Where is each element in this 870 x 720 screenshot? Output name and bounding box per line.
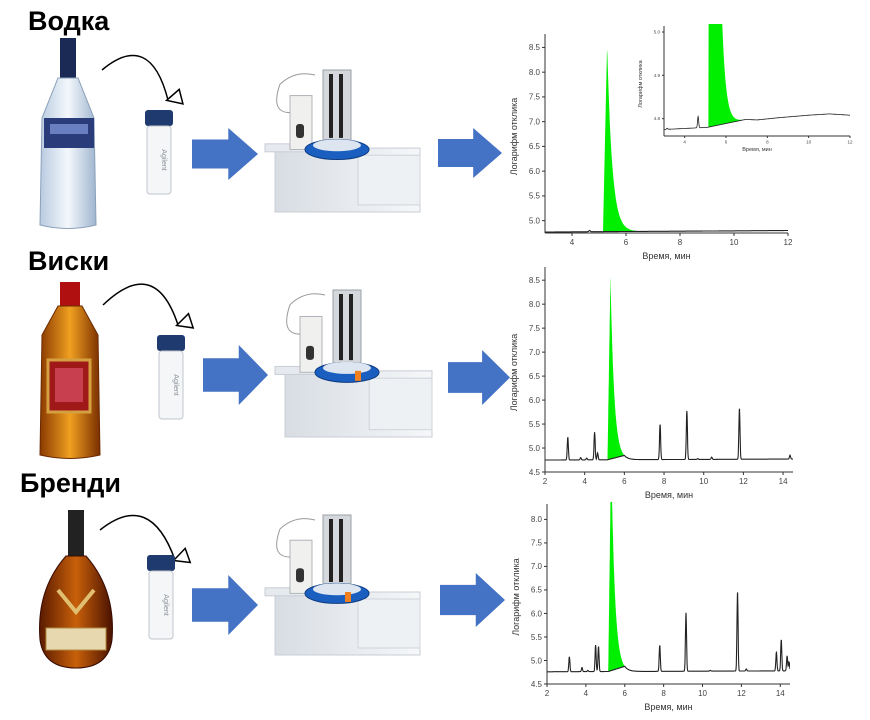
- sample-vial-image: Agilent: [145, 110, 173, 195]
- y-tick-label: 6.0: [531, 609, 543, 618]
- y-tick-label: 7.5: [531, 539, 543, 548]
- y-tick-label: 4.9: [654, 73, 661, 78]
- x-tick-label: 14: [776, 689, 785, 698]
- curved-arrow-icon: [101, 54, 168, 100]
- x-tick-label: 2: [543, 477, 548, 486]
- y-tick-label: 6.5: [529, 372, 541, 381]
- row-label-brandy: Бренди: [20, 468, 121, 498]
- sample-vial-image: Agilent: [147, 555, 175, 640]
- x-tick-label: 6: [725, 140, 728, 145]
- y-tick-label: 8.0: [529, 68, 541, 77]
- x-axis-label: Время, мин: [642, 251, 690, 261]
- vial-brand-label: Agilent: [162, 594, 169, 615]
- y-tick-label: 7.5: [529, 324, 541, 333]
- y-tick-label: 5.0: [529, 216, 541, 225]
- chart-whisky: 2 4 6 8 10 12 14 4.5 5.0 5.5 6.0 6.5 7.0 7.5 8.0 8.5Вре…: [509, 267, 793, 500]
- vial-brand-label: Agilent: [172, 374, 179, 395]
- y-tick-label: 7.0: [529, 348, 541, 357]
- y-tick-label: 4.5: [531, 680, 543, 689]
- chromatogram-trace: [545, 229, 788, 233]
- y-axis-label: Логарифм отклика: [509, 334, 519, 412]
- y-tick-label: 5.0: [531, 656, 543, 665]
- x-tick-label: 6: [624, 238, 629, 247]
- x-tick-label: 8: [678, 238, 683, 247]
- y-tick-label: 6.0: [529, 167, 541, 176]
- x-tick-label: 8: [662, 477, 667, 486]
- process-arrow-icon: [203, 345, 268, 405]
- y-axis-label: Логарифм отклика: [511, 558, 521, 636]
- row-label-whisky: Виски: [28, 246, 110, 276]
- y-tick-label: 6.0: [529, 396, 541, 405]
- process-arrow-icon: [192, 575, 258, 635]
- x-tick-label: 8: [661, 689, 666, 698]
- brandy-bottle-image: [39, 510, 113, 669]
- y-tick-label: 5.5: [529, 192, 541, 201]
- curved-arrow-icon: [102, 283, 178, 325]
- process-arrow-icon: [448, 350, 510, 405]
- x-tick-label: 10: [699, 477, 708, 486]
- x-tick-label: 8: [766, 140, 769, 145]
- y-tick-label: 7.0: [529, 117, 541, 126]
- x-axis-label: Время, мин: [742, 147, 772, 153]
- x-tick-label: 10: [806, 140, 812, 145]
- x-tick-label: 6: [622, 477, 627, 486]
- y-tick-label: 4.5: [529, 468, 541, 477]
- x-axis-label: Время, мин: [645, 490, 693, 500]
- x-tick-label: 10: [730, 238, 739, 247]
- ethanol-peak-area: [607, 276, 625, 460]
- chromatogram-trace: [545, 408, 793, 461]
- y-tick-label: 8.0: [531, 515, 543, 524]
- sample-vial-image: Agilent: [157, 335, 185, 420]
- x-tick-label: 12: [847, 140, 853, 145]
- gc-instrument-image: [264, 69, 421, 213]
- y-tick-label: 5.5: [529, 420, 541, 429]
- gc-instrument-image: [264, 514, 421, 656]
- vodka-bottle-image: [39, 38, 97, 229]
- x-tick-label: 4: [584, 689, 589, 698]
- y-tick-label: 8.5: [529, 43, 541, 52]
- y-tick-label: 7.0: [531, 562, 543, 571]
- x-tick-label: 2: [545, 689, 550, 698]
- x-tick-label: 14: [779, 477, 788, 486]
- chart-brandy: 2 4 6 8 10 12 14 4.5 5.0 5.5 6.0 6.5 7.0 7.5 8.0Время,…: [511, 502, 790, 712]
- y-tick-label: 4.8: [654, 116, 661, 121]
- x-tick-label: 12: [737, 689, 746, 698]
- y-tick-label: 5.0: [529, 444, 541, 453]
- x-tick-label: 10: [698, 689, 707, 698]
- chromatogram-trace: [664, 113, 850, 130]
- process-arrow-icon: [440, 573, 505, 627]
- y-tick-label: 5.0: [654, 30, 661, 35]
- curved-arrow-icon: [99, 514, 175, 560]
- y-tick-label: 7.5: [529, 93, 541, 102]
- y-axis-label: Логарифм отклика: [638, 59, 644, 107]
- chromatogram-trace: [547, 592, 790, 673]
- x-tick-label: 12: [784, 238, 793, 247]
- y-tick-label: 6.5: [531, 586, 543, 595]
- process-arrow-icon: [438, 128, 502, 178]
- gc-instrument-image: [274, 289, 433, 438]
- y-tick-label: 6.5: [529, 142, 541, 151]
- x-axis-label: Время, мин: [644, 702, 692, 712]
- x-tick-label: 6: [623, 689, 628, 698]
- row-label-vodka: Водка: [28, 6, 110, 36]
- ethanol-peak-area: [608, 502, 625, 672]
- y-tick-label: 8.0: [529, 300, 541, 309]
- ethanol-peak-area: [708, 24, 745, 128]
- y-axis-label: Логарифм отклика: [509, 98, 519, 176]
- x-tick-label: 4: [570, 238, 575, 247]
- ethanol-peak-area: [603, 49, 651, 232]
- y-tick-label: 8.5: [529, 276, 541, 285]
- x-tick-label: 4: [683, 140, 686, 145]
- x-tick-label: 12: [739, 477, 748, 486]
- y-tick-label: 5.5: [531, 633, 543, 642]
- whisky-bottle-image: [39, 282, 101, 459]
- process-arrow-icon: [192, 128, 258, 180]
- vial-brand-label: Agilent: [160, 149, 167, 170]
- x-tick-label: 4: [582, 477, 587, 486]
